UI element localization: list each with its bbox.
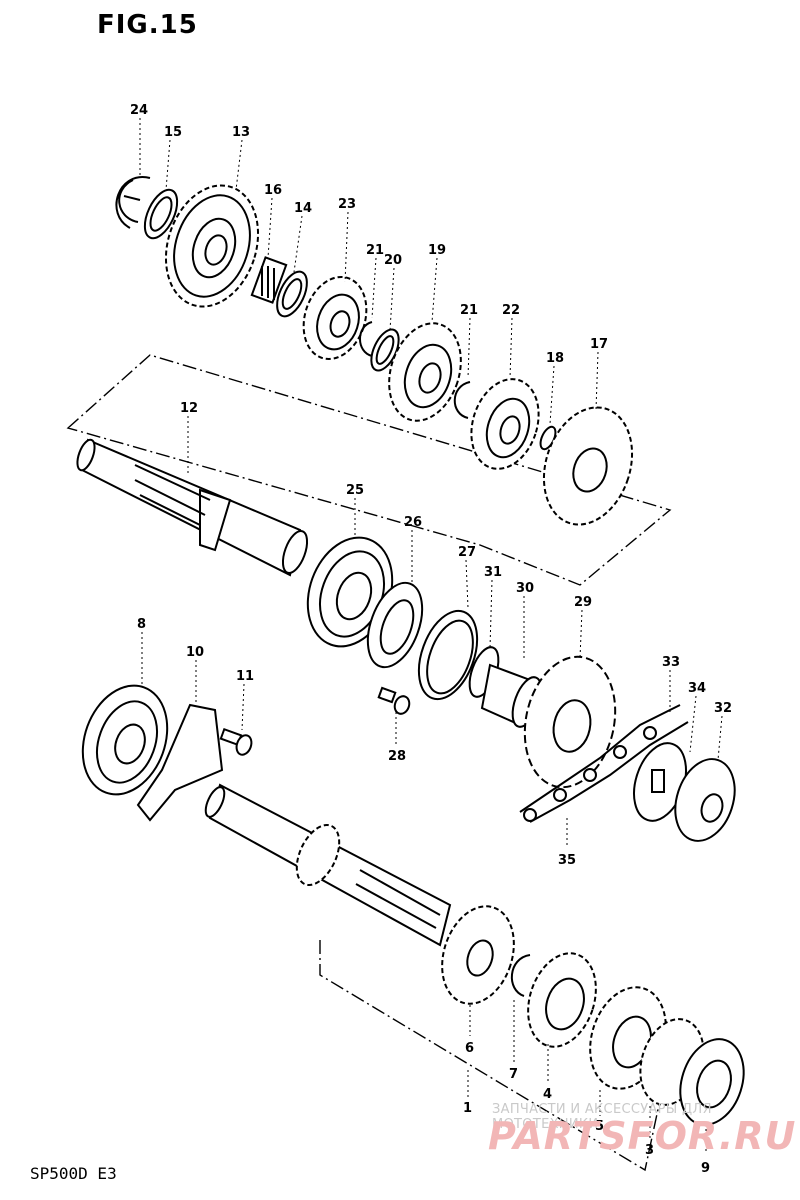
callout-6: 6 (465, 1041, 474, 1056)
part-8-bearing (81, 684, 169, 796)
part-19-gear (388, 322, 462, 422)
part-24-circlip (115, 176, 151, 229)
callout-15: 15 (164, 125, 182, 140)
upper-assembly-boundary (66, 354, 672, 586)
callout-25: 25 (346, 483, 364, 498)
callout-10: 10 (186, 645, 204, 660)
callout-31: 31 (484, 565, 502, 580)
part-21-circlip-upper (359, 321, 373, 357)
callout-5: 5 (595, 1119, 604, 1134)
part-12-countershaft (76, 438, 309, 577)
callout-18: 18 (546, 351, 564, 366)
watermark-logo: PARTSFOR.RU (488, 1114, 797, 1158)
callout-30: 30 (516, 581, 534, 596)
callout-19: 19 (428, 243, 446, 258)
part-16-needle-bearing (250, 256, 288, 304)
part-21-circlip-lower (453, 381, 471, 419)
part-15-washer (143, 188, 179, 240)
callout-16: 16 (264, 183, 282, 198)
part-33-drive-chain (519, 704, 689, 823)
callout-28: 28 (388, 749, 406, 764)
callout-34: 34 (688, 681, 706, 696)
callout-26: 26 (404, 515, 422, 530)
model-code: SP500D E3 (30, 1164, 117, 1183)
callout-9: 9 (701, 1161, 710, 1176)
callout-14: 14 (294, 201, 312, 216)
part-11-screw (219, 727, 253, 756)
part-28-bolt (377, 686, 411, 715)
figure-title: FIG.15 (97, 10, 198, 40)
callout-7: 7 (509, 1067, 518, 1082)
callout-11: 11 (236, 669, 254, 684)
part-14-washer (276, 270, 308, 318)
part-1-driveshaft (204, 783, 452, 947)
callout-21-lower: 21 (460, 303, 478, 318)
part-4-gear (527, 952, 597, 1048)
callout-35: 35 (558, 853, 576, 868)
callout-24: 24 (130, 103, 148, 118)
lower-assembly-boundary (319, 940, 661, 1172)
callout-21-upper: 21 (366, 243, 384, 258)
callout-33: 33 (662, 655, 680, 670)
part-22-gear (470, 378, 540, 470)
part-26-oil-seal (366, 581, 424, 669)
part-13-gear (164, 184, 260, 308)
watermark-tagline: ЗАПЧАСТИ И АКСЕССУАРЫ ДЛЯ МОТОТЕХНИКИ (492, 1102, 712, 1132)
part-27-o-ring (417, 609, 479, 701)
callout-3: 3 (645, 1143, 654, 1158)
callout-29: 29 (574, 595, 592, 610)
callout-20: 20 (384, 253, 402, 268)
callout-8: 8 (137, 617, 146, 632)
part-9-bearing (679, 1038, 745, 1126)
part-6-gear (441, 905, 515, 1005)
part-32-nut (674, 758, 736, 842)
part-23-gear (302, 275, 368, 361)
part-10-retainer-plate (136, 703, 224, 822)
callout-22: 22 (502, 303, 520, 318)
part-29-engine-sprocket (523, 655, 617, 789)
part-7-circlip (510, 954, 531, 997)
callout-32: 32 (714, 701, 732, 716)
callout-4: 4 (543, 1087, 552, 1102)
callout-27: 27 (458, 545, 476, 560)
callout-13: 13 (232, 125, 250, 140)
callout-1: 1 (463, 1101, 472, 1116)
part-17-gear (542, 406, 634, 526)
callout-labels: 24 15 13 16 14 23 21 20 19 21 22 18 17 1… (130, 103, 732, 1176)
callout-12: 12 (180, 401, 198, 416)
callout-17: 17 (590, 337, 608, 352)
leader-lines (139, 118, 723, 1152)
callout-23: 23 (338, 197, 356, 212)
